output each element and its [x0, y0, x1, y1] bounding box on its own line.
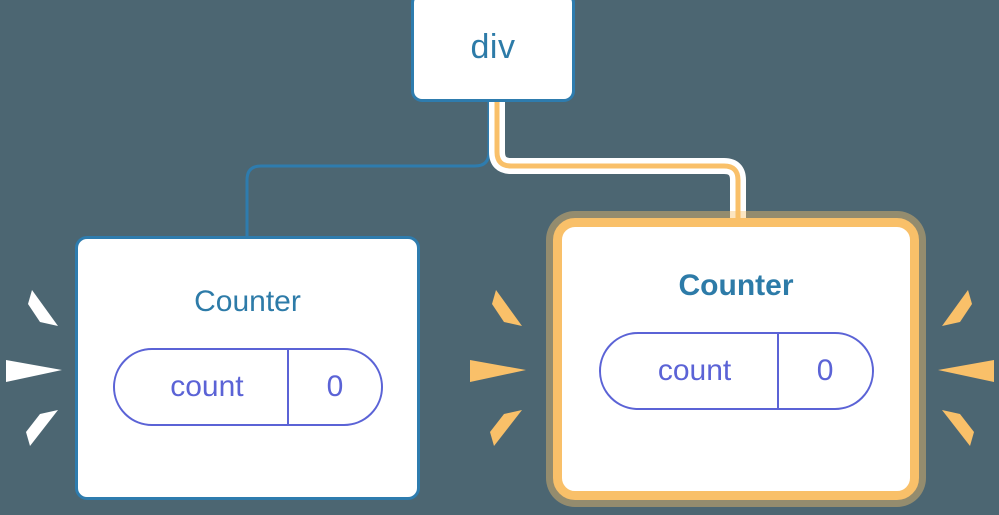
edge-div-to-counter-right [494, 102, 741, 228]
node-counter-left[interactable]: Counter count 0 [75, 236, 420, 500]
prop-pill-count-right: count 0 [598, 332, 874, 410]
prop-value: 0 [776, 334, 872, 408]
node-div[interactable]: div [411, 0, 575, 102]
prop-value: 0 [287, 350, 380, 424]
node-div-label: div [470, 28, 516, 66]
node-counter-right-label: Counter [678, 269, 794, 302]
prop-key: count [657, 354, 732, 387]
prop-pill-count-left: count 0 [112, 348, 383, 426]
prop-key: count [170, 370, 244, 403]
node-counter-left-label: Counter [194, 285, 301, 318]
node-counter-right[interactable]: Counter count 0 [553, 218, 919, 500]
edge-div-to-counter-left [245, 102, 491, 238]
